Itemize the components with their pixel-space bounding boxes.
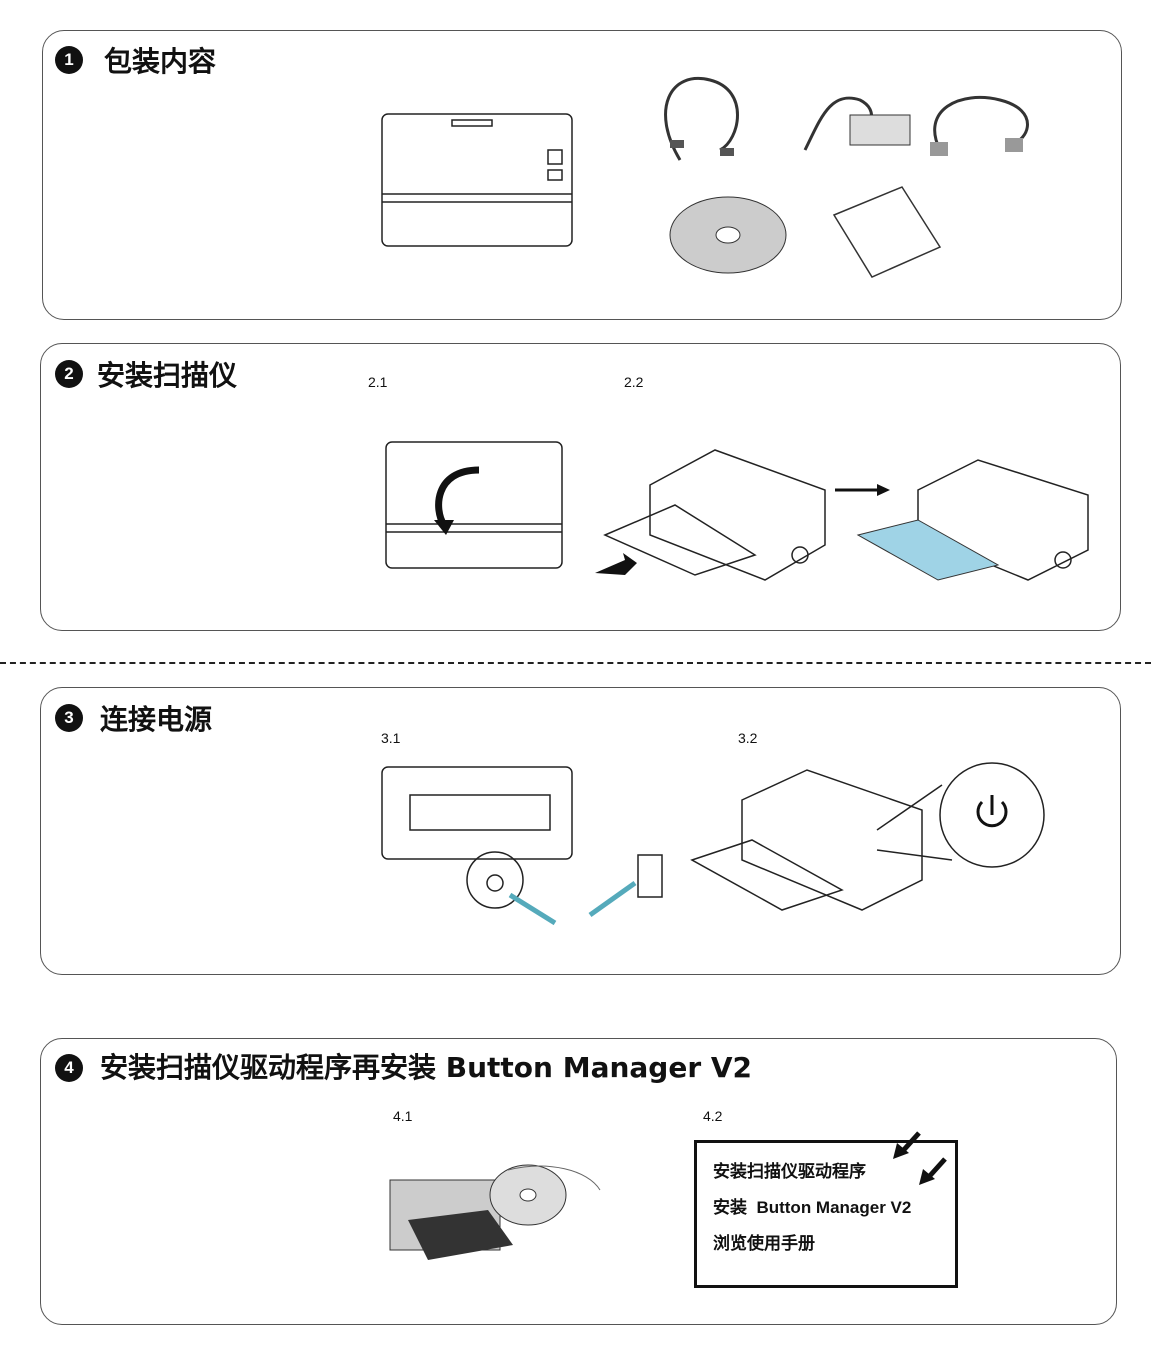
step-label: 3.2 [738,730,758,746]
power-adapter-icon [803,96,911,151]
step-label: 4.1 [393,1108,413,1124]
scanner-open-cover-illustration [385,441,563,569]
menu-install-driver[interactable]: 安装扫描仪驱动程序 [713,1162,866,1181]
arrow-right-icon [835,484,890,496]
section-package-contents [42,30,1122,320]
step-number-badge: 4 [55,1054,83,1082]
insert-cd-illustration [389,1164,601,1260]
step-label: 3.1 [381,730,401,746]
step-number-badge: 3 [55,704,83,732]
step-label: 2.1 [368,374,388,390]
usb-cable-icon [664,77,739,161]
section-title: 安装扫描仪驱动程序再安装 Button Manager V2 [100,1051,753,1084]
arrow-pointer-icon [893,1131,921,1159]
scanner-back-power-illustration [381,766,663,926]
step-label: 2.2 [624,374,644,390]
section-title: 安装扫描仪 [97,359,238,392]
manual-icon [832,186,942,278]
scanner-tray-extended-illustration [856,459,1089,581]
scanner-power-button-illustration [690,762,1045,911]
scanner-front-illustration [381,113,573,247]
section-title: 连接电源 [100,703,213,736]
cut-line-divider [0,662,1151,664]
section-install-scanner [40,343,1121,631]
step-number-badge: 1 [55,46,83,74]
menu-browse-manual[interactable]: 浏览使用手册 [713,1234,815,1253]
section-connect-power [40,687,1121,975]
step-number-badge: 2 [55,360,83,388]
menu-install-button-manager[interactable]: 安装 Button Manager V2 [713,1198,912,1217]
scanner-tray-illustration [595,449,826,581]
cd-icon [669,196,787,274]
arrow-pointer-icon [919,1157,947,1185]
install-menu-window: 安装扫描仪驱动程序 安装 Button Manager V2 浏览使用手册 [694,1131,958,1288]
section-install-software [40,1038,1117,1325]
section-title: 包装内容 [104,45,217,78]
step-label: 4.2 [703,1108,723,1124]
power-cord-icon [930,95,1029,156]
